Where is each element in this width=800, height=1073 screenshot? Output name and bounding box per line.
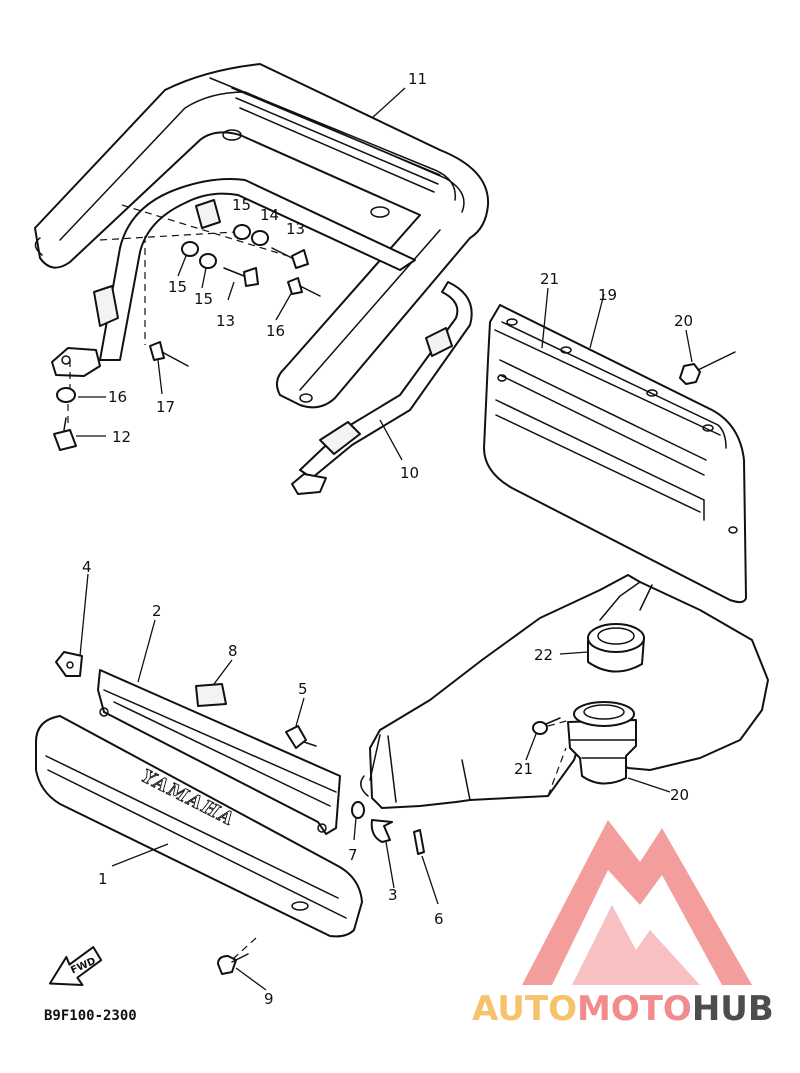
part-20-filler-neck [567,701,637,785]
logo-wordmark: AUTOMOTOHUB [472,989,774,1029]
forward-direction-indicator: FWD [48,946,103,986]
part-9-screw [217,953,249,975]
part-15-washer-a [233,224,251,240]
logo-word-moto: MOTO [577,989,692,1029]
callout-1: 1 [98,870,108,888]
callout-18: 20 [674,312,693,330]
part-21-screw [532,717,561,735]
fuel-tank [360,574,769,809]
part-3-clamp [370,819,393,843]
logo-word-hub: HUB [692,989,774,1029]
callout-12: 12 [112,428,131,446]
automotohub-logo: AUTOMOTOHUB [472,820,774,1029]
part-15-washer-b [181,241,199,257]
callout-14b: 15 [194,290,213,308]
callout-16b: 17 [156,398,175,416]
callout-7: 7 [348,846,358,864]
part-14-washer-a [251,230,269,246]
callout-14a: 14 [260,206,279,224]
callout-15c: 16 [108,388,127,406]
callout-labels: 11 10 21 19 20 15 14 13 15 15 13 16 16 1… [82,70,693,1008]
callout-15b: 15 [168,278,187,296]
callout-13a: 13 [286,220,305,238]
callout-21: 21 [514,760,533,778]
part-5-bolt [285,725,317,749]
callout-5: 5 [298,680,308,698]
callout-6: 6 [434,910,444,928]
callout-10: 10 [400,464,419,482]
part-14-washer-b [199,253,217,269]
callout-3: 3 [388,886,398,904]
part-8-label [195,683,227,707]
callout-2: 2 [152,602,162,620]
logo-word-auto: AUTO [472,989,577,1029]
callout-20: 20 [670,786,689,804]
part-12-bolt [53,417,77,451]
part-22-cap-seal [587,623,645,673]
part-13-bolt-a [271,247,309,269]
part-7-washer [351,801,365,819]
part-15-washer-c [56,387,76,403]
part-16-screw-b [149,341,189,367]
callout-11: 11 [408,70,427,88]
callout-16a: 16 [266,322,285,340]
leader-lines [76,87,693,991]
diagram-code: B9F100-2300 [44,1008,137,1024]
part-2-bracket-plate [97,669,341,835]
part-16-screw-a [287,277,321,297]
part-6-pin [413,829,425,855]
part-19-panel-trim [494,329,721,436]
part-13-bolt-b [223,267,259,287]
callout-15a: 15 [232,196,251,214]
assembly-guide-lines [67,204,571,959]
callout-4: 4 [82,558,92,576]
callout-9: 9 [264,990,274,1008]
part-18-rivet [679,351,736,385]
callout-13b: 13 [216,312,235,330]
part-4-clip [55,651,83,677]
callout-19: 21 [540,270,559,288]
callout-8: 8 [228,642,238,660]
callout-17: 19 [598,286,617,304]
callout-22: 22 [534,646,553,664]
part-11-rack-bar [34,63,490,409]
part-17-side-panel [483,304,747,604]
part-10-guard-frame [51,178,473,495]
